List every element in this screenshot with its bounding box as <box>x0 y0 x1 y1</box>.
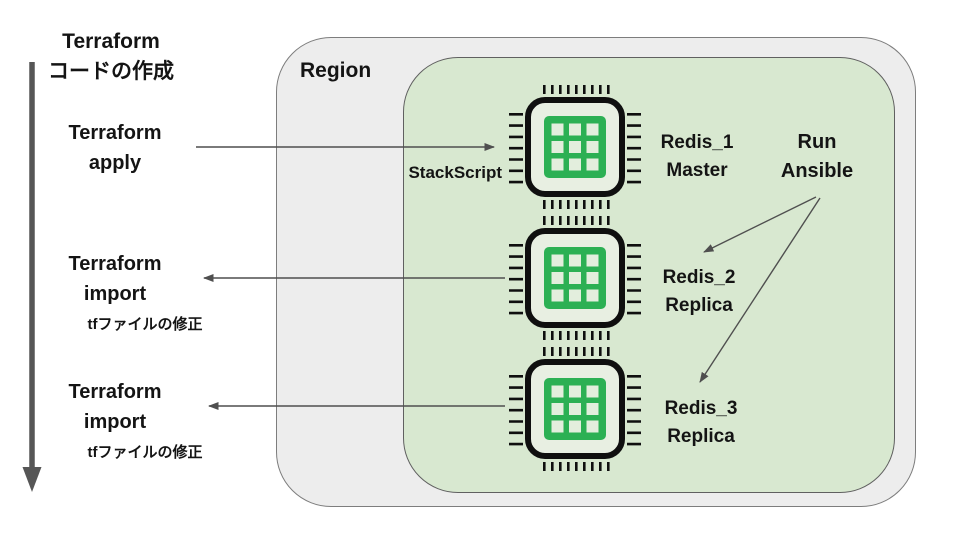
run-ansible-line1: Run <box>797 131 837 153</box>
region-label: Region <box>300 59 372 82</box>
step-note-1: tfファイルの修正 <box>87 316 203 333</box>
run-ansible-line2: Ansible <box>780 160 854 182</box>
title-line2: コードの作成 <box>48 60 174 83</box>
title-line1: Terraform <box>62 30 160 53</box>
step-note-2: tfファイルの修正 <box>87 444 203 461</box>
step-line2: import <box>83 411 147 433</box>
step-terraform-import-1: Terraform import <box>20 249 210 309</box>
node-role: Master <box>666 160 728 181</box>
step-line1: Terraform <box>68 122 162 144</box>
step-line2: import <box>83 283 147 305</box>
node-role: Replica <box>665 295 733 316</box>
step-line1: Terraform <box>68 381 162 403</box>
stackscript-label: StackScript <box>408 163 502 182</box>
node-name: Redis_1 <box>660 132 734 153</box>
step-terraform-import-2: Terraform import <box>20 377 210 437</box>
step-line1: Terraform <box>68 253 162 275</box>
node-name: Redis_3 <box>664 398 738 419</box>
cpu-chip-icon-redis-2 <box>505 216 645 340</box>
terraform-code-title: Terraform コードの作成 <box>16 27 206 87</box>
step-terraform-apply: Terraform apply <box>20 118 210 178</box>
node-name: Redis_2 <box>662 267 736 288</box>
cpu-chip-icon-redis-1 <box>505 85 645 209</box>
node-role: Replica <box>667 426 735 447</box>
step-line2: apply <box>88 152 142 174</box>
cpu-chip-icon-redis-3 <box>505 347 645 471</box>
